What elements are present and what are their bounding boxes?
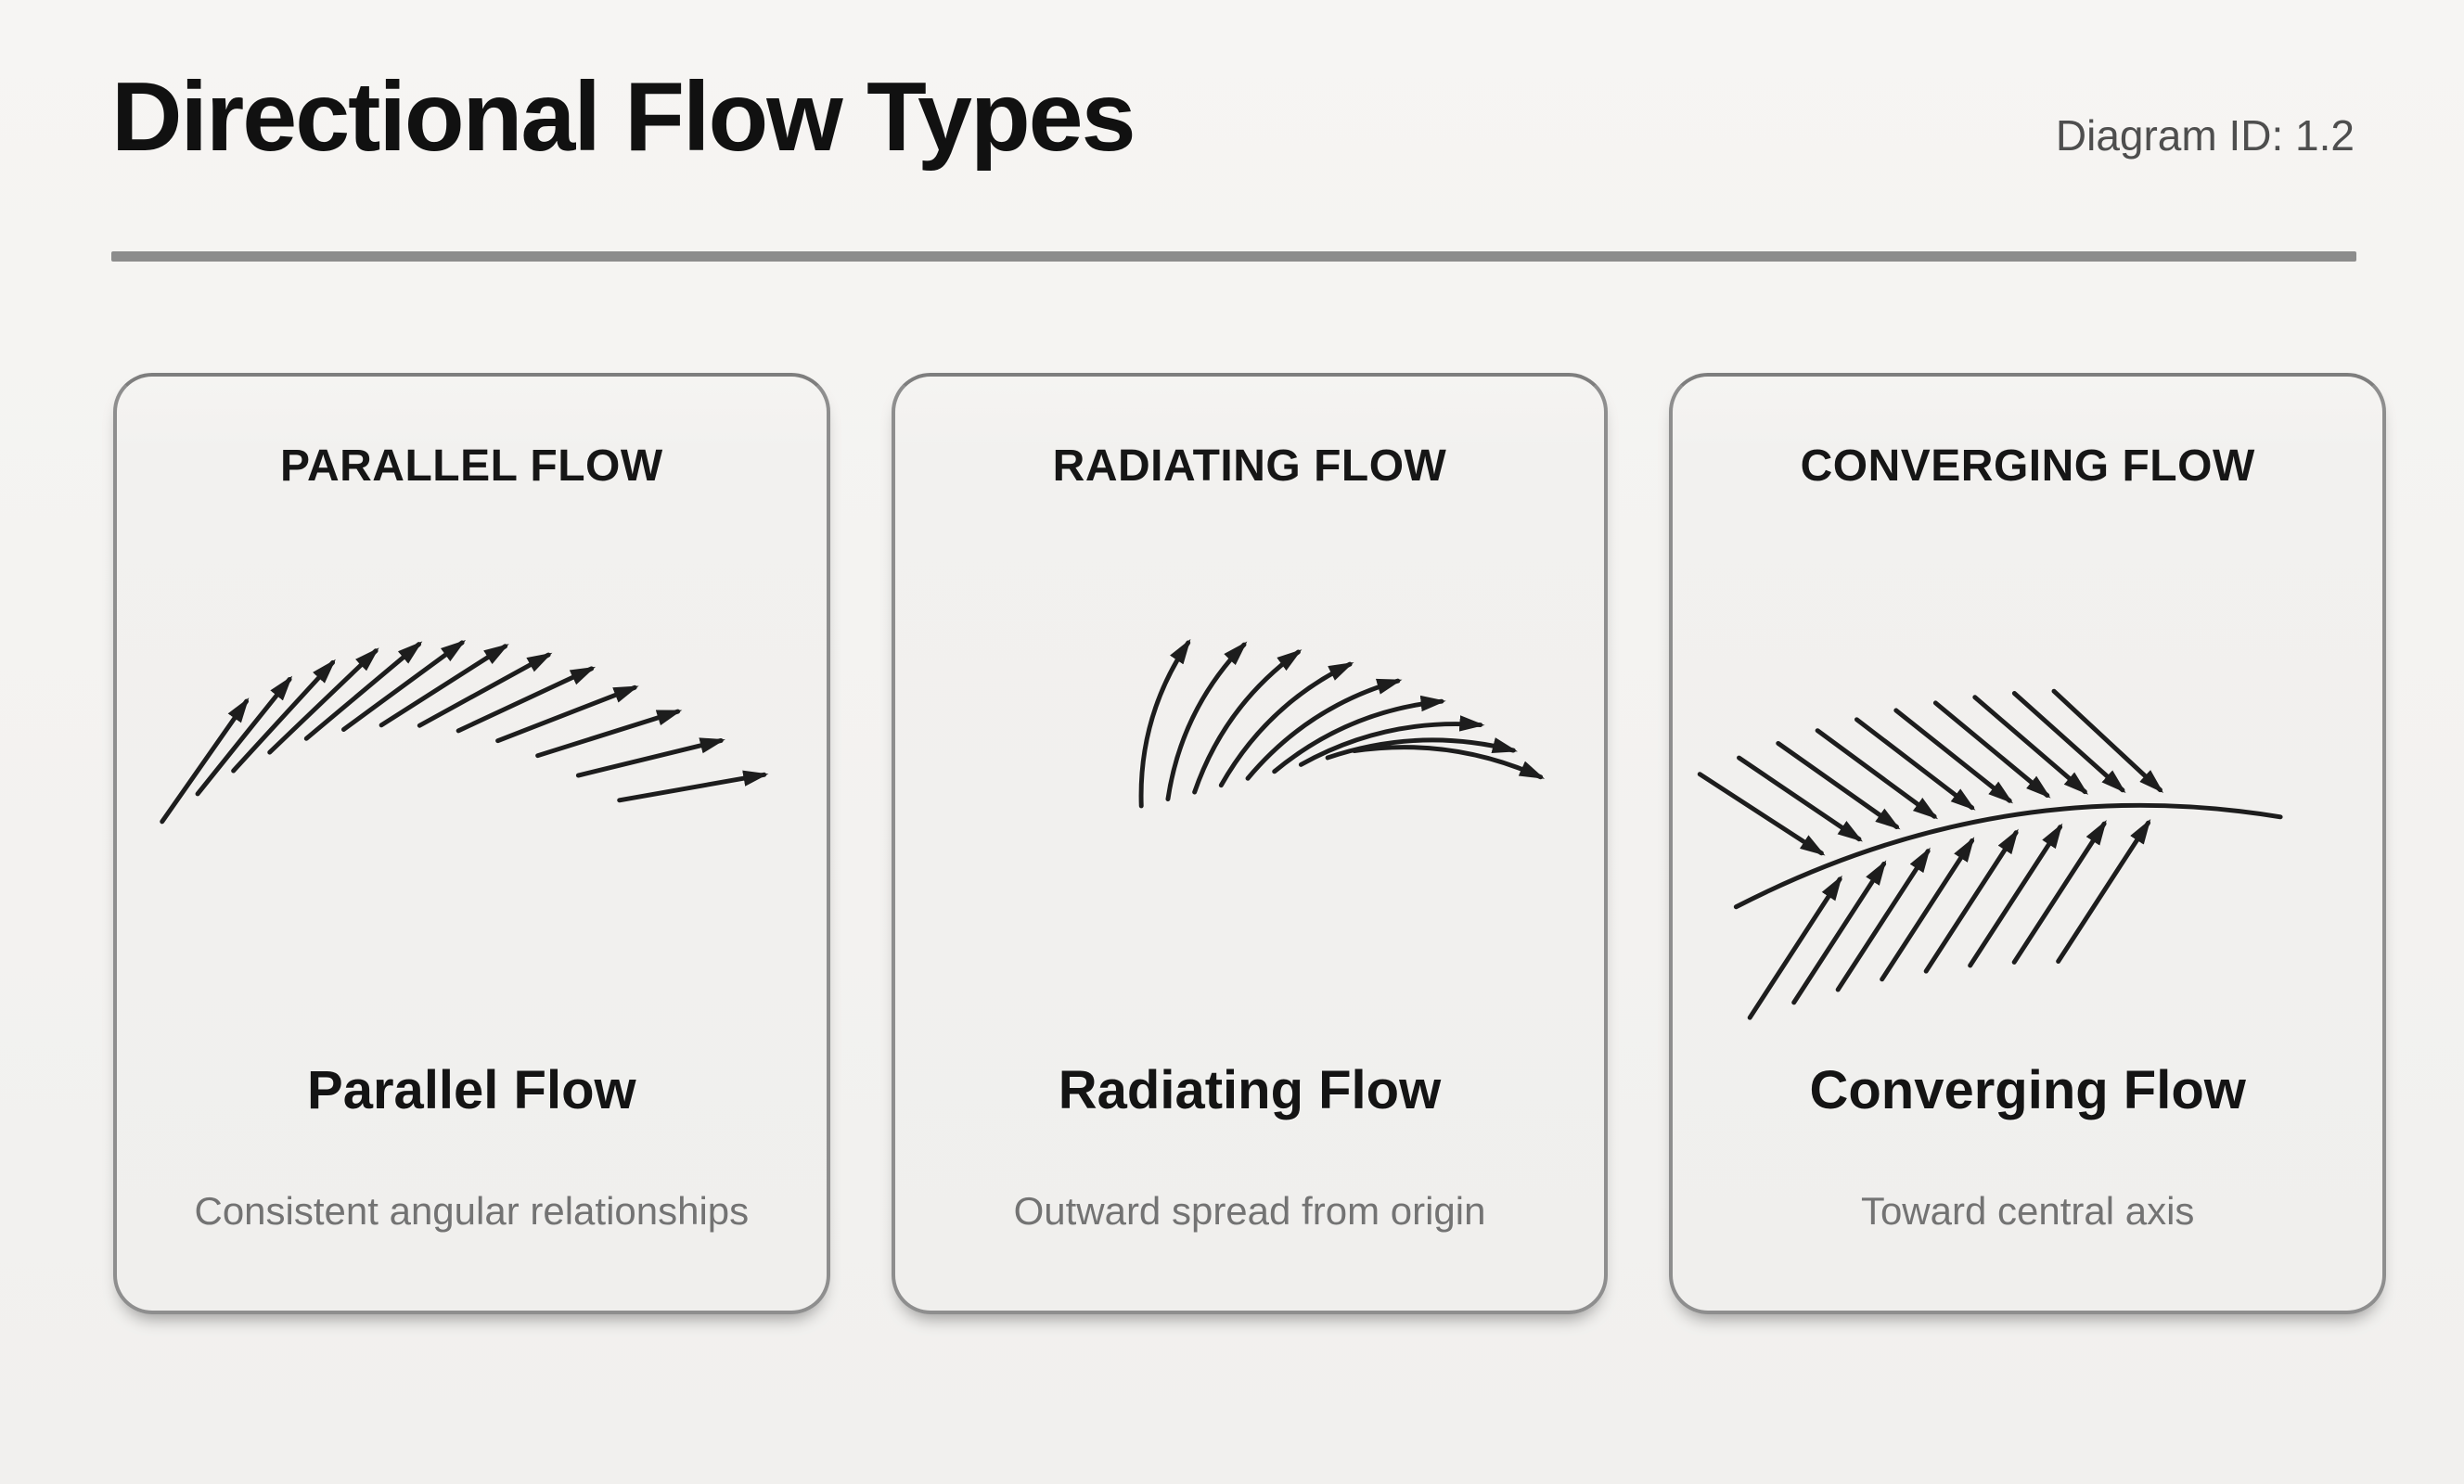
card-header-radiating: RADIATING FLOW (1052, 441, 1447, 491)
card-description-converging: Toward central axis (1860, 1188, 2195, 1233)
card-title-radiating: Radiating Flow (1058, 1060, 1442, 1121)
card-header-converging: CONVERGING FLOW (1800, 441, 2255, 491)
header-divider (111, 250, 2356, 262)
card-header-parallel: PARALLEL FLOW (280, 441, 663, 491)
card-description-radiating: Outward spread from origin (1013, 1188, 1486, 1233)
card-converging-flow: CONVERGING FLOW Converging Flow Toward c… (1669, 372, 2387, 1314)
card-description-parallel: Consistent angular relationships (194, 1188, 750, 1233)
parallel-arrows-icon (160, 640, 769, 825)
page-title: Directional Flow Types (111, 62, 1136, 172)
diagram-id-label: Diagram ID: 1.2 (2055, 111, 2355, 160)
page-header: Directional Flow Types Diagram ID: 1.2 (0, 0, 2464, 172)
converging-arrows-icon (1697, 688, 2283, 1020)
flow-cards-row: PARALLEL FLOW Parallel Flow Consistent a… (0, 262, 2464, 1314)
card-title-converging: Converging Flow (1809, 1060, 2246, 1121)
card-title-parallel: Parallel Flow (307, 1060, 636, 1121)
card-parallel-flow: PARALLEL FLOW Parallel Flow Consistent a… (113, 372, 830, 1314)
card-radiating-flow: RADIATING FLOW Radiating Flow Outward sp… (891, 372, 1609, 1314)
radiating-arrows-icon (1138, 639, 1546, 809)
